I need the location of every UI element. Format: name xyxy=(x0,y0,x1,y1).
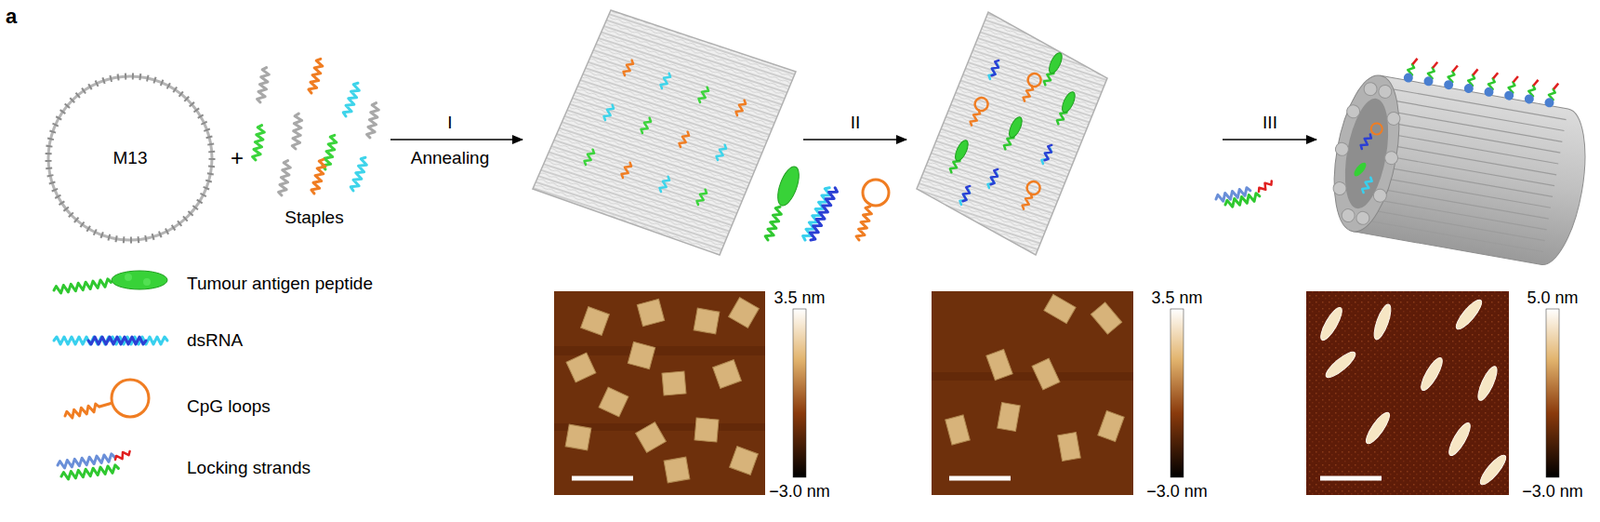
panel-letter: a xyxy=(5,4,17,28)
legend-text: CpG loops xyxy=(186,396,271,417)
origami-tube xyxy=(1322,47,1600,270)
component-label: Staples xyxy=(284,207,344,228)
free-molecules xyxy=(764,163,889,241)
colorbar-max: 3.5 nm xyxy=(1150,288,1203,308)
loaded-sheet xyxy=(916,12,1108,255)
plasmid-label: M13 xyxy=(113,147,148,169)
legend-text: Tumour antigen peptide xyxy=(186,273,373,294)
colorbar-min: −3.0 nm xyxy=(768,481,831,502)
locking-strand xyxy=(1215,178,1274,209)
colorbar-max: 5.0 nm xyxy=(1526,288,1578,308)
legend-samples xyxy=(52,270,168,480)
colorbar-min: −3.0 nm xyxy=(1146,481,1208,502)
step-number: I xyxy=(447,112,452,133)
colorbar-min: −3.0 nm xyxy=(1521,481,1584,502)
colorbar-max: 3.5 nm xyxy=(773,288,825,308)
plus-sign: + xyxy=(230,145,244,172)
step-number: II xyxy=(850,112,861,133)
step-arrows xyxy=(390,138,1317,141)
step-label: Annealing xyxy=(410,147,490,169)
afm-image xyxy=(931,290,1184,495)
plasmid-circle: M13 xyxy=(109,144,152,172)
origami-sheet xyxy=(532,10,796,255)
legend-text: dsRNA xyxy=(186,330,243,351)
m13-ring xyxy=(48,76,212,240)
staple-strands xyxy=(251,57,380,196)
step-number: III xyxy=(1262,112,1278,133)
afm-image xyxy=(1306,290,1560,495)
afm-image xyxy=(554,290,807,495)
legend-text: Locking strands xyxy=(186,457,311,478)
